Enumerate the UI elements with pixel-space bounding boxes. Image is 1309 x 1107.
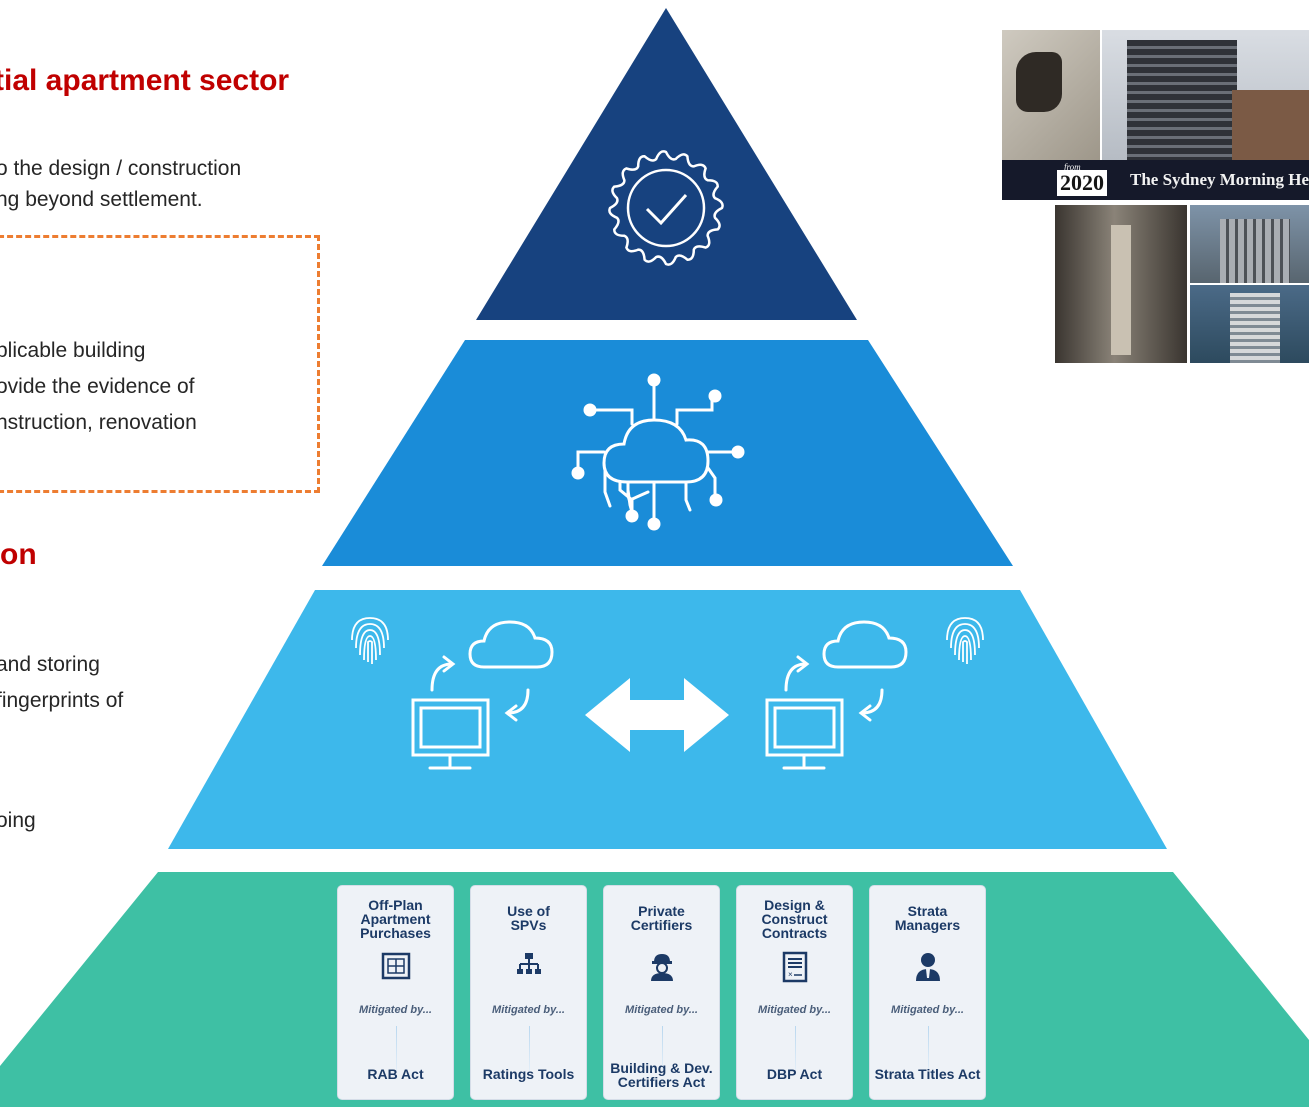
card-mitigation-line: Certifiers Act [617,1074,706,1090]
card-mitigation-line: RAB Act [367,1066,424,1082]
tower-building-2 [1232,90,1309,160]
card-mitigation: Ratings Tools [471,1067,586,1081]
tower-photo [1102,30,1309,160]
card-mitigated-label: Mitigated by... [758,1004,831,1016]
corridor-photo [1055,205,1187,363]
mascot-building [1220,219,1290,283]
card-connector-line [396,1026,397,1071]
wall-hole [1016,52,1062,112]
box-line-1: plicable building [0,339,146,362]
box-line-2: ovide the evidence of [0,375,195,398]
opal-tower-photo [1190,285,1309,363]
card-mitigated-label: Mitigated by... [891,1004,964,1016]
card-connector-line [795,1026,796,1071]
card-title-line: Use of [507,903,550,919]
para2-line-1: and storing [0,653,100,676]
fingerprint-icon [351,617,389,664]
card-title-line: Design & [764,897,825,913]
card-mitigation: Building & Dev.Certifiers Act [604,1061,719,1089]
intro-line-1: o the design / construction [0,157,242,180]
card-mitigation-line: Strata Titles Act [874,1066,981,1082]
heading-section-2: on [0,538,37,571]
card-title-line: Contracts [761,925,828,941]
card-title-line: Managers [894,917,961,933]
card-title-line: Apartment [360,911,431,927]
card-mitigated-label: Mitigated by... [492,1004,565,1016]
card-mitigation: DBP Act [737,1067,852,1081]
card-connector-line [662,1026,663,1071]
damaged-wall-photo [1002,30,1100,160]
mascot-towers-photo [1190,205,1309,283]
card-title-line: Certifiers [630,917,693,933]
card-mitigation-line: Building & Dev. [610,1060,713,1076]
verified-badge-icon [608,150,724,266]
bidirectional-arrow-icon [585,678,729,752]
heading-sector: tial apartment sector [0,64,290,97]
card-mitigation: Strata Titles Act [870,1067,985,1081]
card-title-line: SPVs [510,917,547,933]
opal-building [1230,293,1280,363]
card-mitigated-label: Mitigated by... [625,1004,698,1016]
smh-banner: from 2020 The Sydney Morning Herald [1002,160,1309,200]
card-mitigation-line: DBP Act [766,1066,823,1082]
org-chart-icon [471,951,586,982]
card-connector-line [529,1026,530,1071]
fingerprint-icon-2 [946,617,984,664]
card-title-line: Purchases [360,925,431,941]
card-mitigation: RAB Act [338,1067,453,1081]
cloud-network-icon [571,373,745,531]
blueprint-icon [338,951,453,986]
pyramid-tier-1 [476,8,857,320]
smh-masthead: The Sydney Morning Herald [1130,170,1309,189]
tower-building [1127,40,1237,160]
smh-from: from [1064,162,1081,172]
para3-line: oing [0,809,36,832]
card-title-line: Strata [907,903,948,919]
card-title-line: Construct [761,911,828,927]
pyramid-tier-2 [322,340,1013,566]
dashed-callout-box [0,235,320,493]
card-connector-line [928,1026,929,1071]
worker-icon [604,951,719,986]
card-title-line: Off-Plan [368,897,423,913]
cloud-sync-computer-icon [411,620,554,770]
card-mitigation-line: Ratings Tools [482,1066,575,1082]
card-mitigated-label: Mitigated by... [359,1004,432,1016]
card-title-line: Private [638,903,685,919]
para2-line-2: fingerprints of [0,689,124,712]
smh-year: 2020 [1057,170,1107,196]
box-line-3: nstruction, renovation [0,411,197,434]
cloud-sync-computer-icon-2 [765,620,908,770]
corridor-light [1111,225,1131,355]
manager-icon [870,951,985,986]
svg-text:×: × [788,970,793,979]
contract-document-icon: × [737,951,852,988]
intro-line-2: ng beyond settlement. [0,188,203,211]
